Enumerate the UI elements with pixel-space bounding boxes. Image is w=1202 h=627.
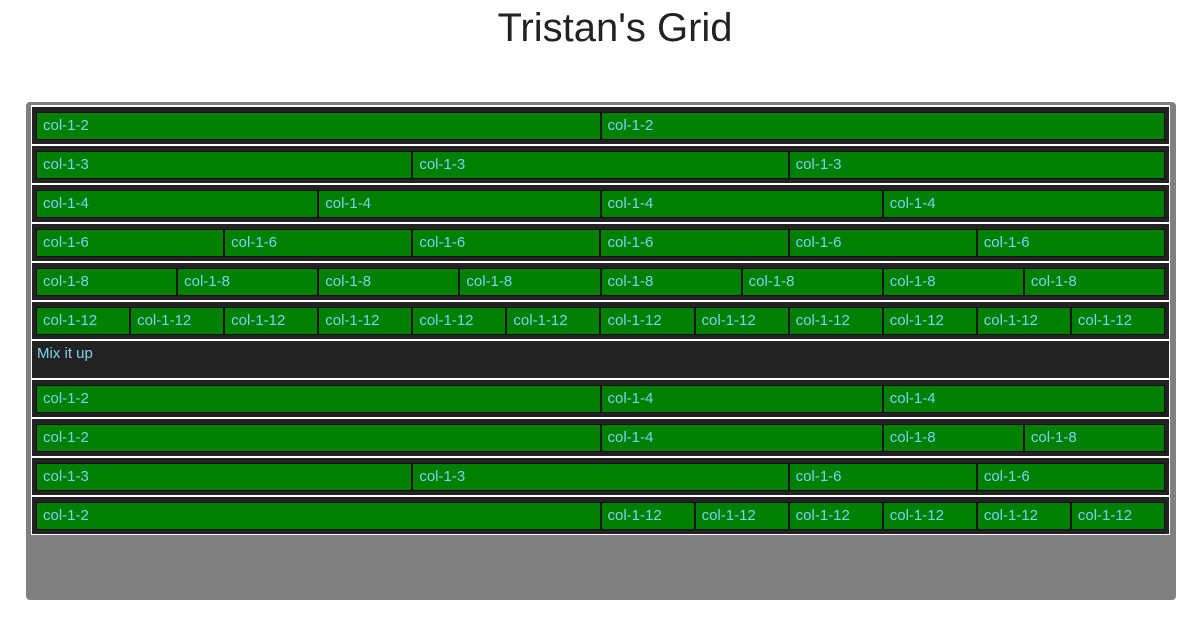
grid-cell: col-1-4 bbox=[600, 190, 883, 218]
grid-cell: col-1-2 bbox=[36, 424, 601, 452]
grid-cell: col-1-6 bbox=[976, 229, 1165, 257]
grid-cell: col-1-6 bbox=[788, 463, 977, 491]
grid-cell: col-1-4 bbox=[600, 424, 883, 452]
grid-cell: col-1-12 bbox=[36, 307, 131, 335]
grid-cell: col-1-12 bbox=[130, 307, 225, 335]
grid-cell: col-1-3 bbox=[36, 151, 413, 179]
grid-cell: col-1-12 bbox=[506, 307, 601, 335]
grid-cell: col-1-4 bbox=[600, 385, 883, 413]
grid-cell: col-1-12 bbox=[976, 307, 1071, 335]
grid-cell: col-1-12 bbox=[788, 307, 883, 335]
grid-cell: col-1-12 bbox=[600, 307, 695, 335]
grid-cell: col-1-6 bbox=[788, 229, 977, 257]
grid-cell: col-1-8 bbox=[177, 268, 319, 296]
grid-cell: col-1-8 bbox=[459, 268, 601, 296]
grid-cell: col-1-6 bbox=[412, 229, 601, 257]
grid-cell: col-1-8 bbox=[600, 268, 742, 296]
grid-cell: col-1-12 bbox=[694, 307, 789, 335]
grid-cell: col-1-6 bbox=[600, 229, 789, 257]
grid-cell: col-1-3 bbox=[412, 151, 789, 179]
grid-cell: col-1-12 bbox=[882, 502, 977, 530]
grid-cell: col-1-4 bbox=[36, 190, 319, 218]
grid-cell: col-1-4 bbox=[318, 190, 601, 218]
grid-cell: col-1-12 bbox=[1070, 307, 1165, 335]
grid-cell: col-1-12 bbox=[882, 307, 977, 335]
grid-cell: col-1-8 bbox=[318, 268, 460, 296]
grid-cell: col-1-8 bbox=[882, 424, 1024, 452]
grid-cell: col-1-12 bbox=[224, 307, 319, 335]
grid-cell: col-1-12 bbox=[788, 502, 883, 530]
grid-cell: col-1-8 bbox=[1023, 424, 1165, 452]
grid-cell: col-1-8 bbox=[36, 268, 178, 296]
page-title: Tristan's Grid bbox=[497, 6, 733, 50]
grid-cell: col-1-2 bbox=[36, 385, 601, 413]
grid-cell: col-1-8 bbox=[741, 268, 883, 296]
grid-cell: col-1-12 bbox=[412, 307, 507, 335]
grid-cell: col-1-6 bbox=[224, 229, 413, 257]
grid-cell: col-1-12 bbox=[318, 307, 413, 335]
grid-cell: col-1-12 bbox=[600, 502, 695, 530]
grid-cell: col-1-2 bbox=[36, 502, 601, 530]
grid-cell: col-1-3 bbox=[412, 463, 789, 491]
grid-cell: col-1-6 bbox=[36, 229, 225, 257]
grid-cell: col-1-8 bbox=[882, 268, 1024, 296]
grid-cell: col-1-12 bbox=[976, 502, 1071, 530]
grid-cell: col-1-3 bbox=[36, 463, 413, 491]
mix-it-up-label: Mix it up bbox=[32, 341, 1169, 378]
grid-cell: col-1-4 bbox=[882, 190, 1165, 218]
grid-cell: col-1-12 bbox=[1070, 502, 1165, 530]
grid-cell: col-1-6 bbox=[976, 463, 1165, 491]
grid-cell: col-1-3 bbox=[788, 151, 1165, 179]
grid-cell: col-1-4 bbox=[882, 385, 1165, 413]
grid-cell: col-1-2 bbox=[36, 112, 601, 140]
grid-cell: col-1-12 bbox=[694, 502, 789, 530]
grid-cell: col-1-8 bbox=[1023, 268, 1165, 296]
grid-cell: col-1-2 bbox=[600, 112, 1165, 140]
